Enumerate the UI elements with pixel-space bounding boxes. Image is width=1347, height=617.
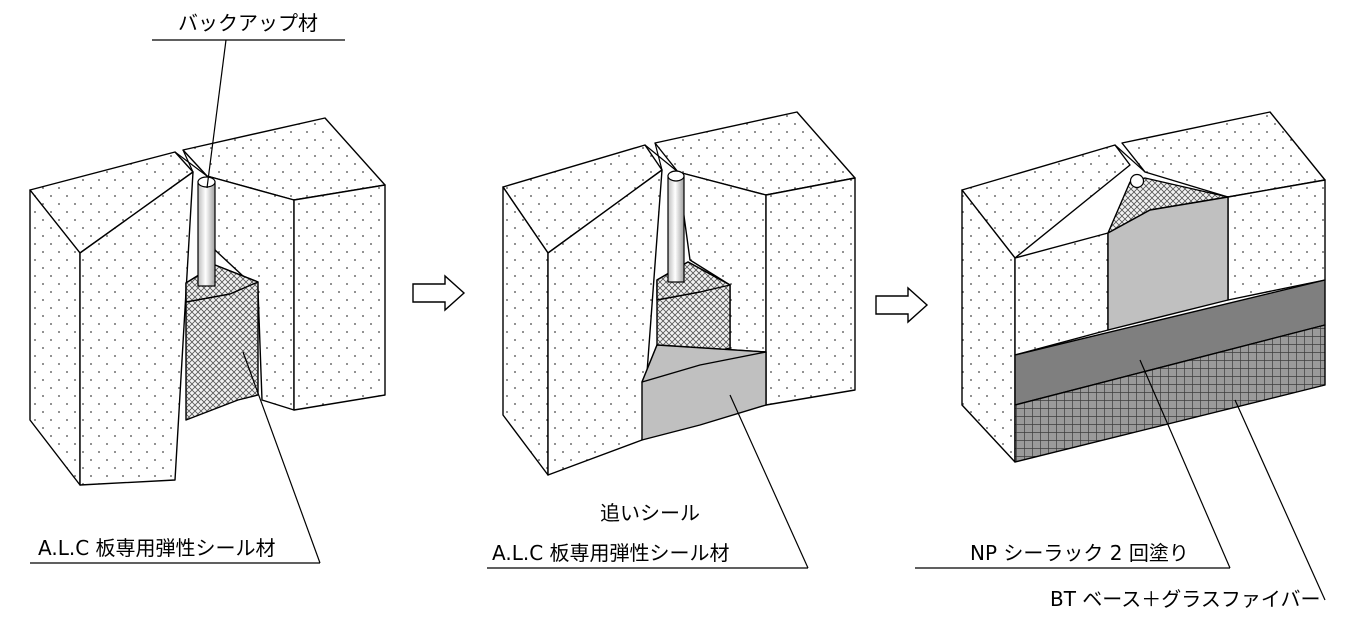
label-bt-base: BT ベース＋グラスファイバー (1050, 587, 1321, 611)
stage2-right-block-front (765, 177, 856, 406)
stage2-joint-gap (644, 144, 679, 173)
label-alc-sealant-2: A.L.C 板専用弾性シール材 (492, 541, 730, 565)
stage2-backup-rod-top (667, 170, 685, 182)
stage3-backup-rod-end (1129, 173, 1145, 189)
stage1-backup-rod-top (197, 176, 216, 188)
leader-lines (30, 39, 1326, 601)
stage1-backup-rod (197, 181, 216, 287)
arrow-right-icon (875, 286, 929, 324)
stage3-joint-gap (1114, 144, 1146, 173)
stage3-right-block-front (1227, 179, 1326, 301)
stage-1-backup-and-sealant (29, 117, 386, 486)
stage2-joint-gap-2 (654, 142, 663, 171)
stage2-additional-seal-top (641, 344, 767, 383)
stage1-right-block-front (293, 184, 386, 411)
label-backup-material: バックアップ材 (178, 11, 318, 35)
stage-3-finish-coating (961, 111, 1326, 463)
stage3-bt-base-glass-fiber (1014, 324, 1326, 463)
stage1-joint-gap (174, 151, 208, 177)
stage3-sealant-column (1107, 196, 1229, 331)
arrow-right-icon (412, 274, 466, 312)
stage-2-additional-seal (502, 111, 856, 476)
stage1-left-block-front (79, 171, 194, 486)
label-additional-seal: 追いシール (600, 501, 700, 525)
label-np-sealac: NP シーラック 2 回塗り (970, 541, 1189, 565)
stage1-joint-gap-2 (182, 149, 194, 173)
label-alc-sealant-1: A.L.C 板専用弾性シール材 (38, 536, 276, 560)
stage2-backup-rod (667, 175, 685, 283)
